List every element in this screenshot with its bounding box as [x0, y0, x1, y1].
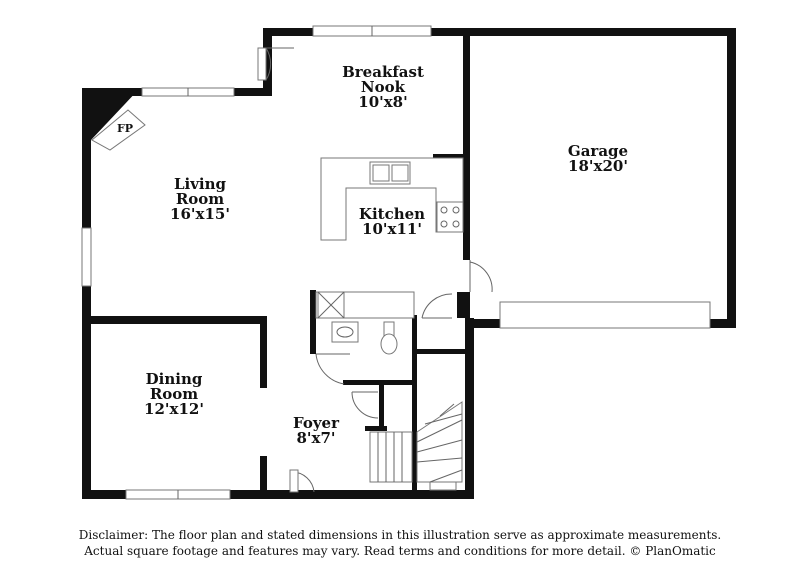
- vanity: [331, 321, 359, 343]
- room-size: 12'x12': [144, 400, 204, 418]
- room-name: Nook: [360, 78, 406, 96]
- room-label-kitchen: Kitchen 10'x11': [359, 207, 425, 237]
- room-label-foyer: Foyer 8'x7': [293, 416, 339, 446]
- room-name: Breakfast: [342, 63, 424, 81]
- room-size: 10'x11': [362, 220, 422, 238]
- disclaimer: Disclaimer: The floor plan and stated di…: [0, 527, 800, 559]
- stairs: [369, 401, 463, 483]
- bathroom-fixtures: [315, 291, 415, 355]
- room-size: 18'x20': [568, 157, 628, 175]
- room-label-living-room: Living Room 16'x15': [170, 177, 230, 222]
- room-size: 8'x7': [296, 429, 336, 447]
- doors: [257, 47, 493, 493]
- fireplace-label: FP: [117, 122, 134, 135]
- room-name: Dining: [145, 370, 203, 388]
- room-label-breakfast-nook: Breakfast Nook 10'x8': [342, 65, 424, 110]
- toilet-bowl: [380, 333, 398, 355]
- windows: [81, 25, 711, 500]
- room-name: Kitchen: [358, 205, 426, 223]
- fireplace-corner: [82, 88, 140, 140]
- interior-walls: [82, 154, 470, 494]
- room-label-garage: Garage 18'x20': [568, 144, 628, 174]
- disclaimer-line-1: Disclaimer: The floor plan and stated di…: [78, 528, 722, 542]
- disclaimer-line-2: Actual square footage and features may v…: [84, 544, 716, 558]
- room-name: Room: [149, 385, 199, 403]
- room-name: Living: [173, 175, 227, 193]
- room-name: Garage: [567, 142, 629, 160]
- room-name: Foyer: [293, 414, 339, 432]
- room-size: 10'x8': [358, 93, 408, 111]
- kitchen-counters: [320, 157, 464, 241]
- fireplace-hearth: [91, 109, 146, 151]
- room-label-dining-room: Dining Room 12'x12': [144, 372, 204, 417]
- stove: [436, 201, 464, 233]
- room-size: 16'x15': [170, 205, 230, 223]
- room-name: Room: [175, 190, 225, 208]
